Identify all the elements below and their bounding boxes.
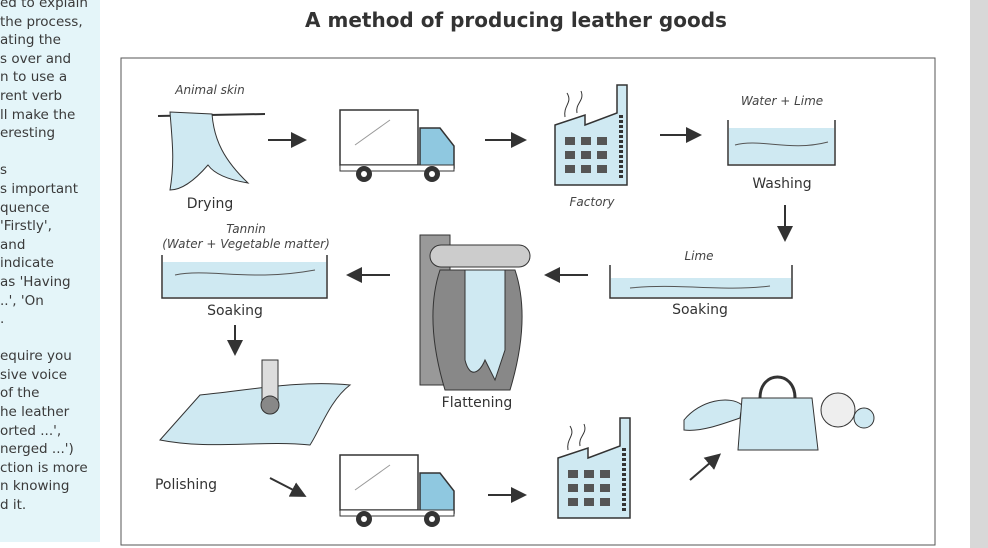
polisher-icon bbox=[261, 359, 279, 401]
sidebar-line: n knowing bbox=[0, 478, 70, 495]
sidebar-line: 'Firstly', bbox=[0, 218, 52, 235]
sidebar-line: ction is more bbox=[0, 459, 88, 476]
sidebar-line: orted ...', bbox=[0, 422, 62, 439]
label-tannin-detail: (Water + Vegetable matter) bbox=[162, 237, 330, 251]
truck-icon bbox=[339, 109, 455, 183]
sidebar-line: and bbox=[0, 236, 26, 253]
sidebar-line: eresting bbox=[0, 125, 56, 142]
tannin-soaking-step: Tannin (Water + Vegetable matter) Soakin… bbox=[161, 222, 330, 319]
sidebar-line: n to use a bbox=[0, 69, 68, 86]
sidebar-line: ..', 'On bbox=[0, 292, 44, 309]
truck-icon bbox=[339, 454, 455, 528]
tank-icon bbox=[729, 128, 834, 164]
diagram-frame bbox=[120, 57, 936, 546]
sidebar-line: indicate bbox=[0, 255, 54, 272]
sidebar-line: equire you bbox=[0, 348, 72, 365]
label-factory: Factory bbox=[570, 195, 616, 209]
arrow-icon bbox=[269, 477, 307, 497]
label-washing: Washing bbox=[752, 176, 811, 192]
sidebar-line: sive voice bbox=[0, 366, 68, 383]
flattening-step: Flattening bbox=[419, 234, 531, 411]
leather-icon bbox=[159, 383, 352, 446]
sidebar-line: ed to explain bbox=[0, 0, 88, 11]
ball-icon bbox=[820, 392, 856, 428]
leather-goods bbox=[683, 375, 875, 451]
sidebar-line: ating the bbox=[0, 32, 61, 49]
sidebar-line: nerged ...') bbox=[0, 441, 74, 458]
sidebar-line: s over and bbox=[0, 50, 72, 67]
sidebar-line: . bbox=[0, 311, 5, 328]
sidebar-line: s important bbox=[0, 180, 79, 197]
factory-icon bbox=[553, 83, 629, 187]
sidebar-line: quence bbox=[0, 199, 50, 216]
sidebar-line: rent verb bbox=[0, 87, 63, 104]
factory-icon bbox=[556, 416, 632, 520]
sidebar-line: as 'Having bbox=[0, 273, 71, 290]
label-animal-skin: Animal skin bbox=[174, 83, 244, 97]
sidebar-line: s bbox=[0, 162, 8, 179]
label-water-lime: Water + Lime bbox=[741, 94, 823, 108]
sidebar-line: he leather bbox=[0, 404, 70, 421]
animal-skin-icon bbox=[169, 111, 250, 191]
label-tannin: Tannin bbox=[226, 222, 266, 236]
label-lime: Lime bbox=[684, 249, 713, 263]
label-soaking-lime: Soaking bbox=[672, 302, 728, 318]
polishing-step: Polishing bbox=[155, 359, 352, 493]
lime-soaking-step: Lime Soaking bbox=[609, 249, 793, 318]
page-title: A method of producing leather goods bbox=[305, 8, 727, 32]
sidebar-line: d it. bbox=[0, 497, 27, 514]
label-drying: Drying bbox=[187, 196, 233, 212]
drying-step: Animal skin Drying bbox=[157, 83, 266, 212]
arrow-icon bbox=[689, 453, 722, 481]
tank-icon bbox=[163, 262, 326, 297]
label-flattening: Flattening bbox=[442, 395, 513, 411]
label-polishing: Polishing bbox=[155, 477, 217, 493]
roller-icon bbox=[429, 244, 531, 268]
shoe-icon bbox=[683, 399, 743, 431]
washing-step: Water + Lime Washing bbox=[727, 94, 836, 192]
sidebar-line: the process, bbox=[0, 13, 83, 30]
page-edge bbox=[970, 0, 988, 548]
label-soaking-tannin: Soaking bbox=[207, 303, 263, 319]
sidebar-line: of the bbox=[0, 385, 40, 402]
bag-icon bbox=[737, 397, 819, 451]
sidebar-line: ll make the bbox=[0, 106, 76, 123]
